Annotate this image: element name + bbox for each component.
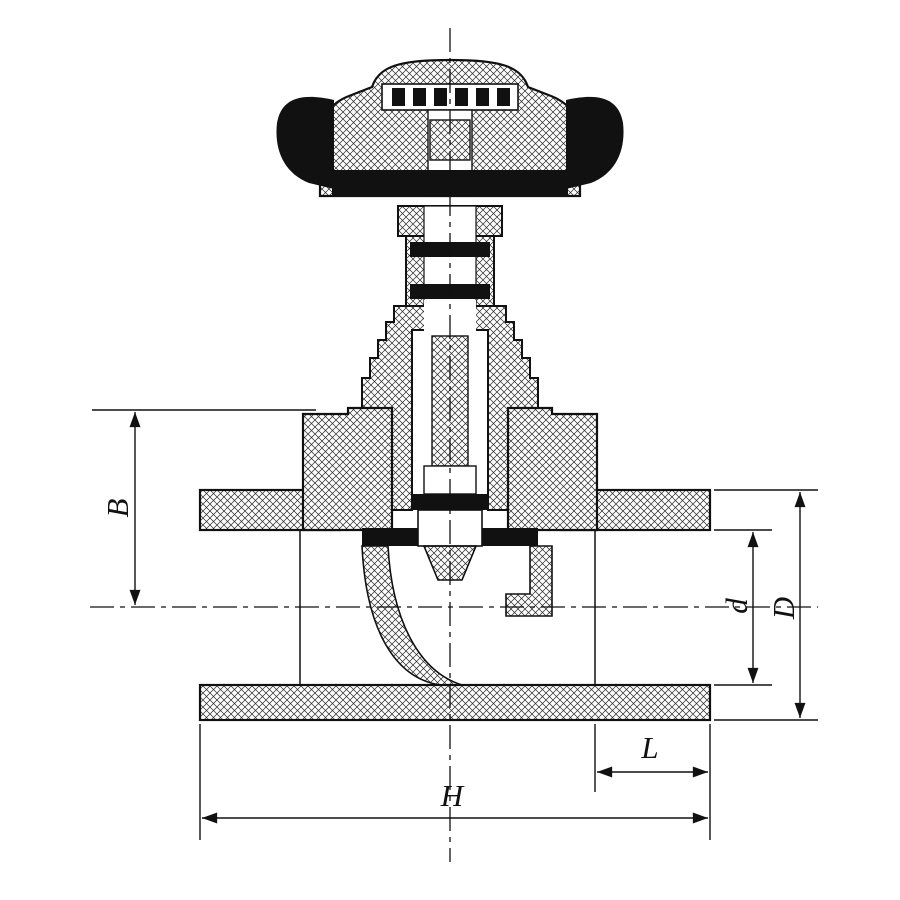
dimension-label-L: L <box>640 730 658 765</box>
handwheel-grip-ridges <box>392 88 510 106</box>
union-nut-left <box>301 406 394 532</box>
dimension-label-B: B <box>100 498 135 517</box>
grip-ridge <box>455 88 468 106</box>
handwheel-wing-right-icon <box>566 96 624 189</box>
partition-curved <box>361 545 463 686</box>
grip-ridge <box>434 88 447 106</box>
dimension-label-H: H <box>440 778 465 813</box>
partition-hook <box>505 545 553 617</box>
dimension-label-d: d <box>719 598 754 614</box>
grip-ridge <box>476 88 489 106</box>
dimension-label-D: D <box>766 597 801 620</box>
grip-ridge <box>392 88 405 106</box>
seat-seal-left <box>362 528 418 546</box>
centerlines <box>90 28 818 862</box>
body-bottom-wall <box>198 683 712 722</box>
seat-seal-right <box>482 528 538 546</box>
bonnet <box>361 305 539 511</box>
grip-ridge <box>413 88 426 106</box>
union-nut-right <box>506 406 599 532</box>
valve-body <box>198 406 712 722</box>
grip-ridge <box>497 88 510 106</box>
dimension-labels: B d D L H <box>100 498 801 813</box>
handwheel-wing-left-icon <box>276 96 334 189</box>
dimension-lines <box>92 409 818 840</box>
